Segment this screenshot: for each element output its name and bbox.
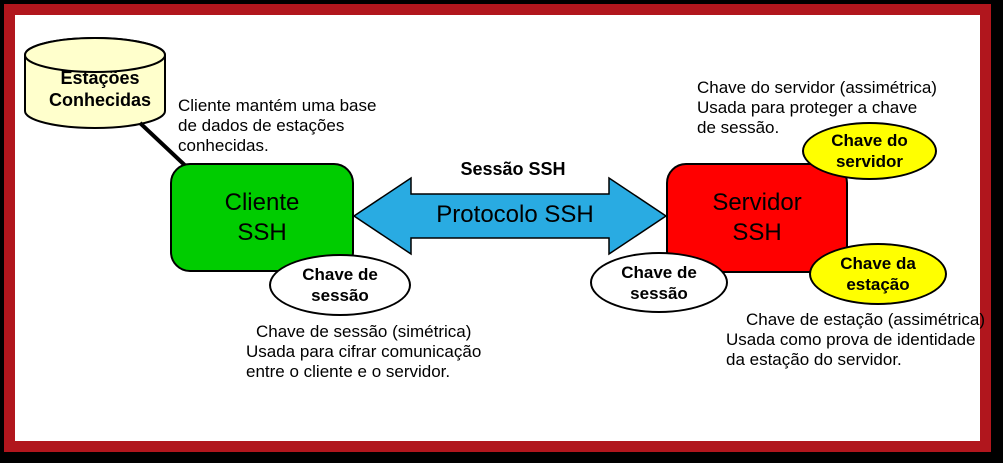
session-ssh-label: Sessão SSH bbox=[460, 159, 566, 179]
note-session-key: Chave de sessão (simétrica) Usada para c… bbox=[246, 322, 482, 381]
host-key-ellipse: Chave da estação bbox=[809, 243, 947, 305]
database-cylinder-top bbox=[24, 37, 166, 73]
database-label: Estações Conhecidas bbox=[48, 68, 152, 110]
connector-line bbox=[138, 121, 193, 173]
server-session-key-ellipse: Chave de sessão bbox=[590, 252, 728, 313]
client-session-key-ellipse: Chave de sessão bbox=[269, 254, 411, 316]
note-client-database: Cliente mantém uma base de dados de esta… bbox=[178, 96, 377, 155]
protocol-ssh-label: Protocolo SSH bbox=[436, 201, 594, 228]
note-host-key: Chave de estação (assimétrica) Usada com… bbox=[726, 310, 986, 369]
note-server-key: Chave do servidor (assimétrica) Usada pa… bbox=[697, 78, 937, 137]
server-key-ellipse: Chave do servidor bbox=[802, 122, 937, 180]
server-ssh-node: Servidor SSH bbox=[666, 163, 848, 273]
